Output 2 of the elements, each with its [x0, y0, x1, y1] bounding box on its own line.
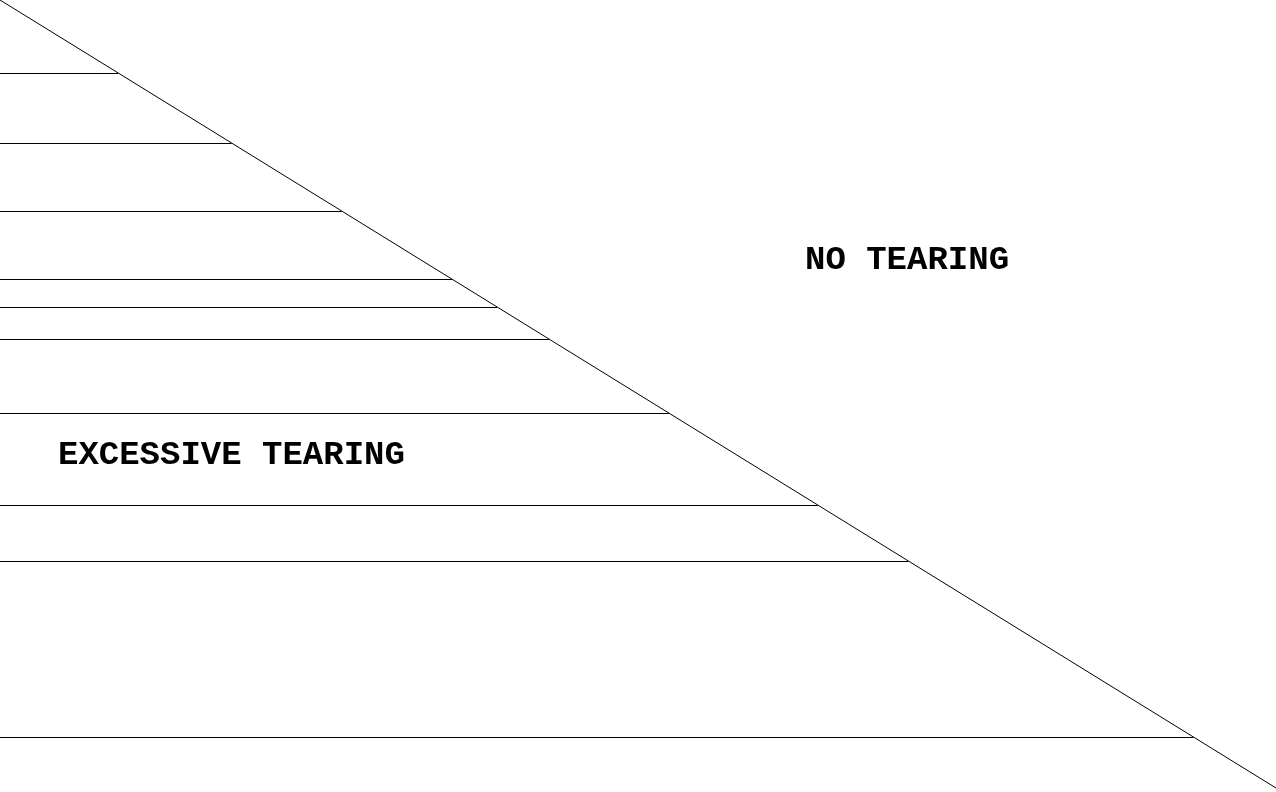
region-label: NO TEARING — [805, 245, 1010, 275]
region-label: EXCESSIVE TEARING — [58, 440, 405, 470]
